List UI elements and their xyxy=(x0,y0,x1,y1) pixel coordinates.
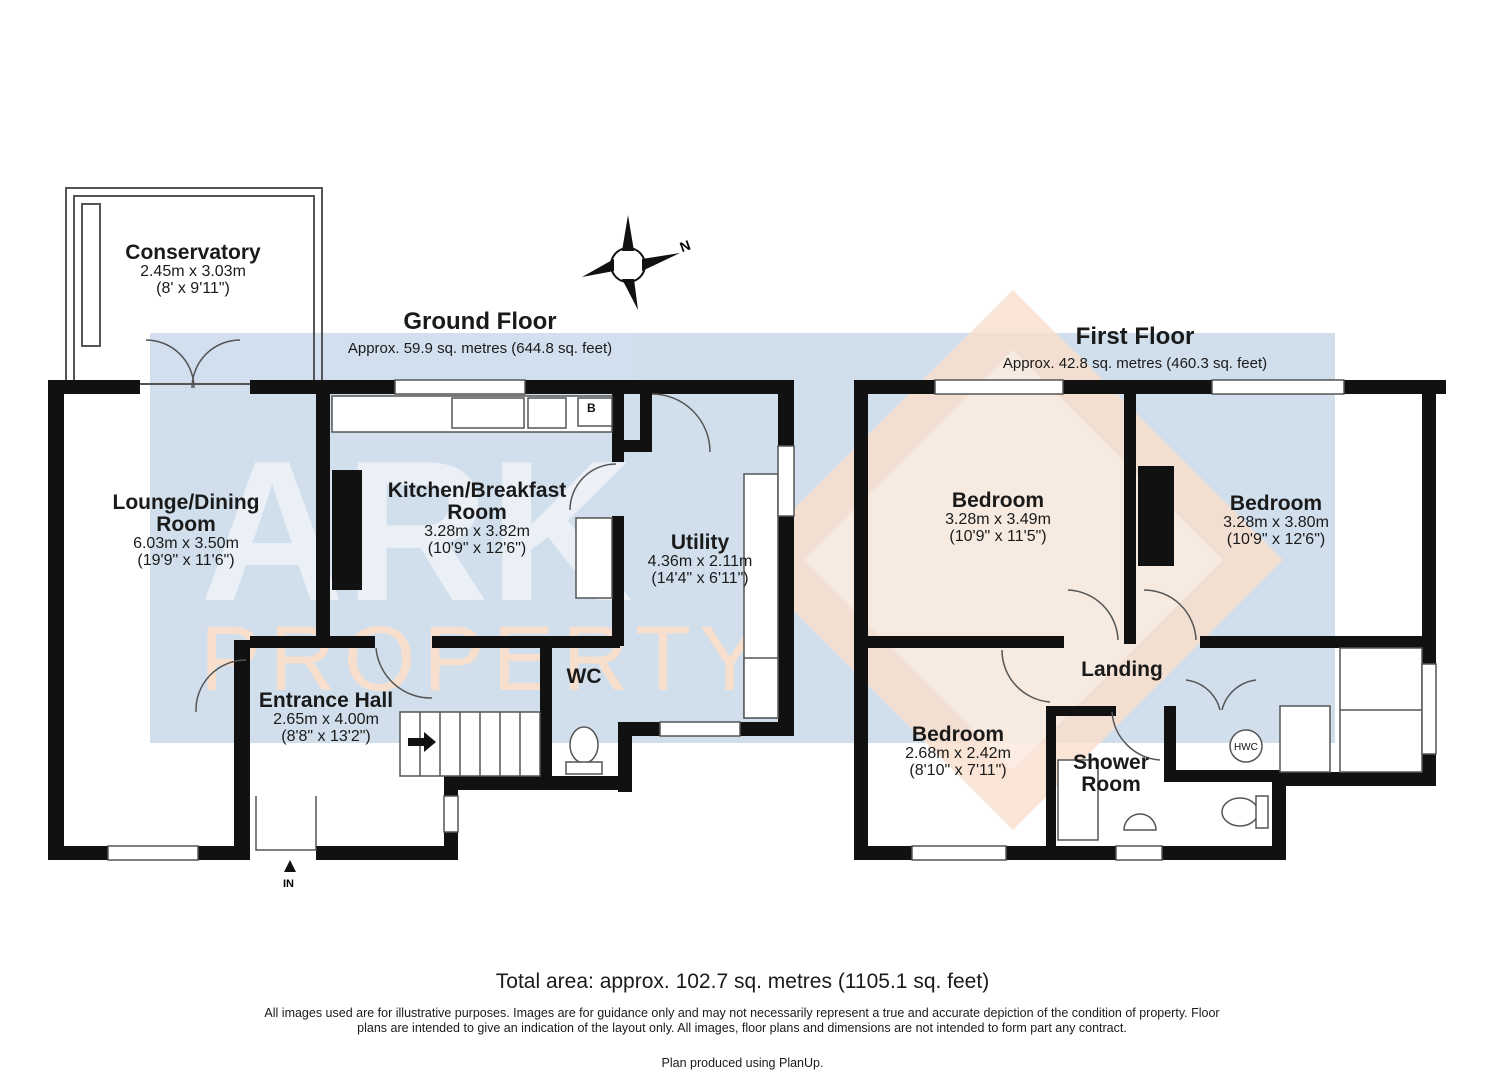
room-landing: Landing xyxy=(1081,658,1163,681)
room-conservatory: Conservatory 2.45m x 3.03m (8' x 9'11") xyxy=(125,241,261,297)
ground-windows xyxy=(107,379,795,861)
watermark-sub: PROPERTY xyxy=(200,608,768,710)
wc-toilet-icon xyxy=(565,726,603,775)
total-area: Total area: approx. 102.7 sq. metres (11… xyxy=(495,970,990,993)
ground-floor-walls xyxy=(48,380,794,860)
credit: Plan produced using PlanUp. xyxy=(661,1056,824,1070)
room-utility: Utility 4.36m x 2.11m (14'4" x 6'11") xyxy=(647,531,753,587)
room-wc: WC xyxy=(566,665,602,688)
kitchen-units: B xyxy=(331,395,779,719)
first-floor-heading: First Floor Approx. 42.8 sq. metres (460… xyxy=(985,323,1285,372)
first-floor-title: First Floor xyxy=(1075,323,1195,350)
entry-arrow-icon xyxy=(284,860,296,872)
disclaimer: All images used are for illustrative pur… xyxy=(264,1006,1220,1035)
first-floor-fixtures: HWC xyxy=(1057,647,1423,841)
room-shower: Shower Room xyxy=(1073,751,1149,797)
room-entrance-hall: Entrance Hall 2.65m x 4.00m (8'8" x 13'2… xyxy=(258,689,394,745)
room-bedroom-2: Bedroom 3.28m x 3.80m (10'9" x 12'6") xyxy=(1223,492,1329,548)
boiler-label: B xyxy=(587,401,596,415)
ground-floor-title: Ground Floor xyxy=(403,308,557,335)
compass-rose xyxy=(582,215,680,310)
hwc-label: HWC xyxy=(1234,742,1258,753)
first-floor-windows xyxy=(911,379,1437,861)
watermark-brand: ARK xyxy=(200,420,633,643)
stairs-arrow-icon xyxy=(408,732,436,752)
room-lounge-dining: Lounge/Dining Room 6.03m x 3.50m (19'9" … xyxy=(112,491,260,569)
room-bedroom-3: Bedroom 2.68m x 2.42m (8'10" x 7'11") xyxy=(905,723,1011,779)
ground-doors xyxy=(145,339,711,851)
ground-floor-heading: Ground Floor Approx. 59.9 sq. metres (64… xyxy=(330,308,630,357)
ground-floor-area: Approx. 59.9 sq. metres (644.8 sq. feet) xyxy=(347,340,613,357)
first-floor-area: Approx. 42.8 sq. metres (460.3 sq. feet) xyxy=(1002,355,1268,372)
entry-label: IN xyxy=(283,878,294,890)
watermark: ARK PROPERTY xyxy=(150,290,1335,830)
first-floor-doors xyxy=(1001,589,1257,761)
room-kitchen: Kitchen/Breakfast Room 3.28m x 3.82m (10… xyxy=(387,479,567,557)
room-bedroom-1: Bedroom 3.28m x 3.49m (10'9" x 11'5") xyxy=(945,489,1051,545)
